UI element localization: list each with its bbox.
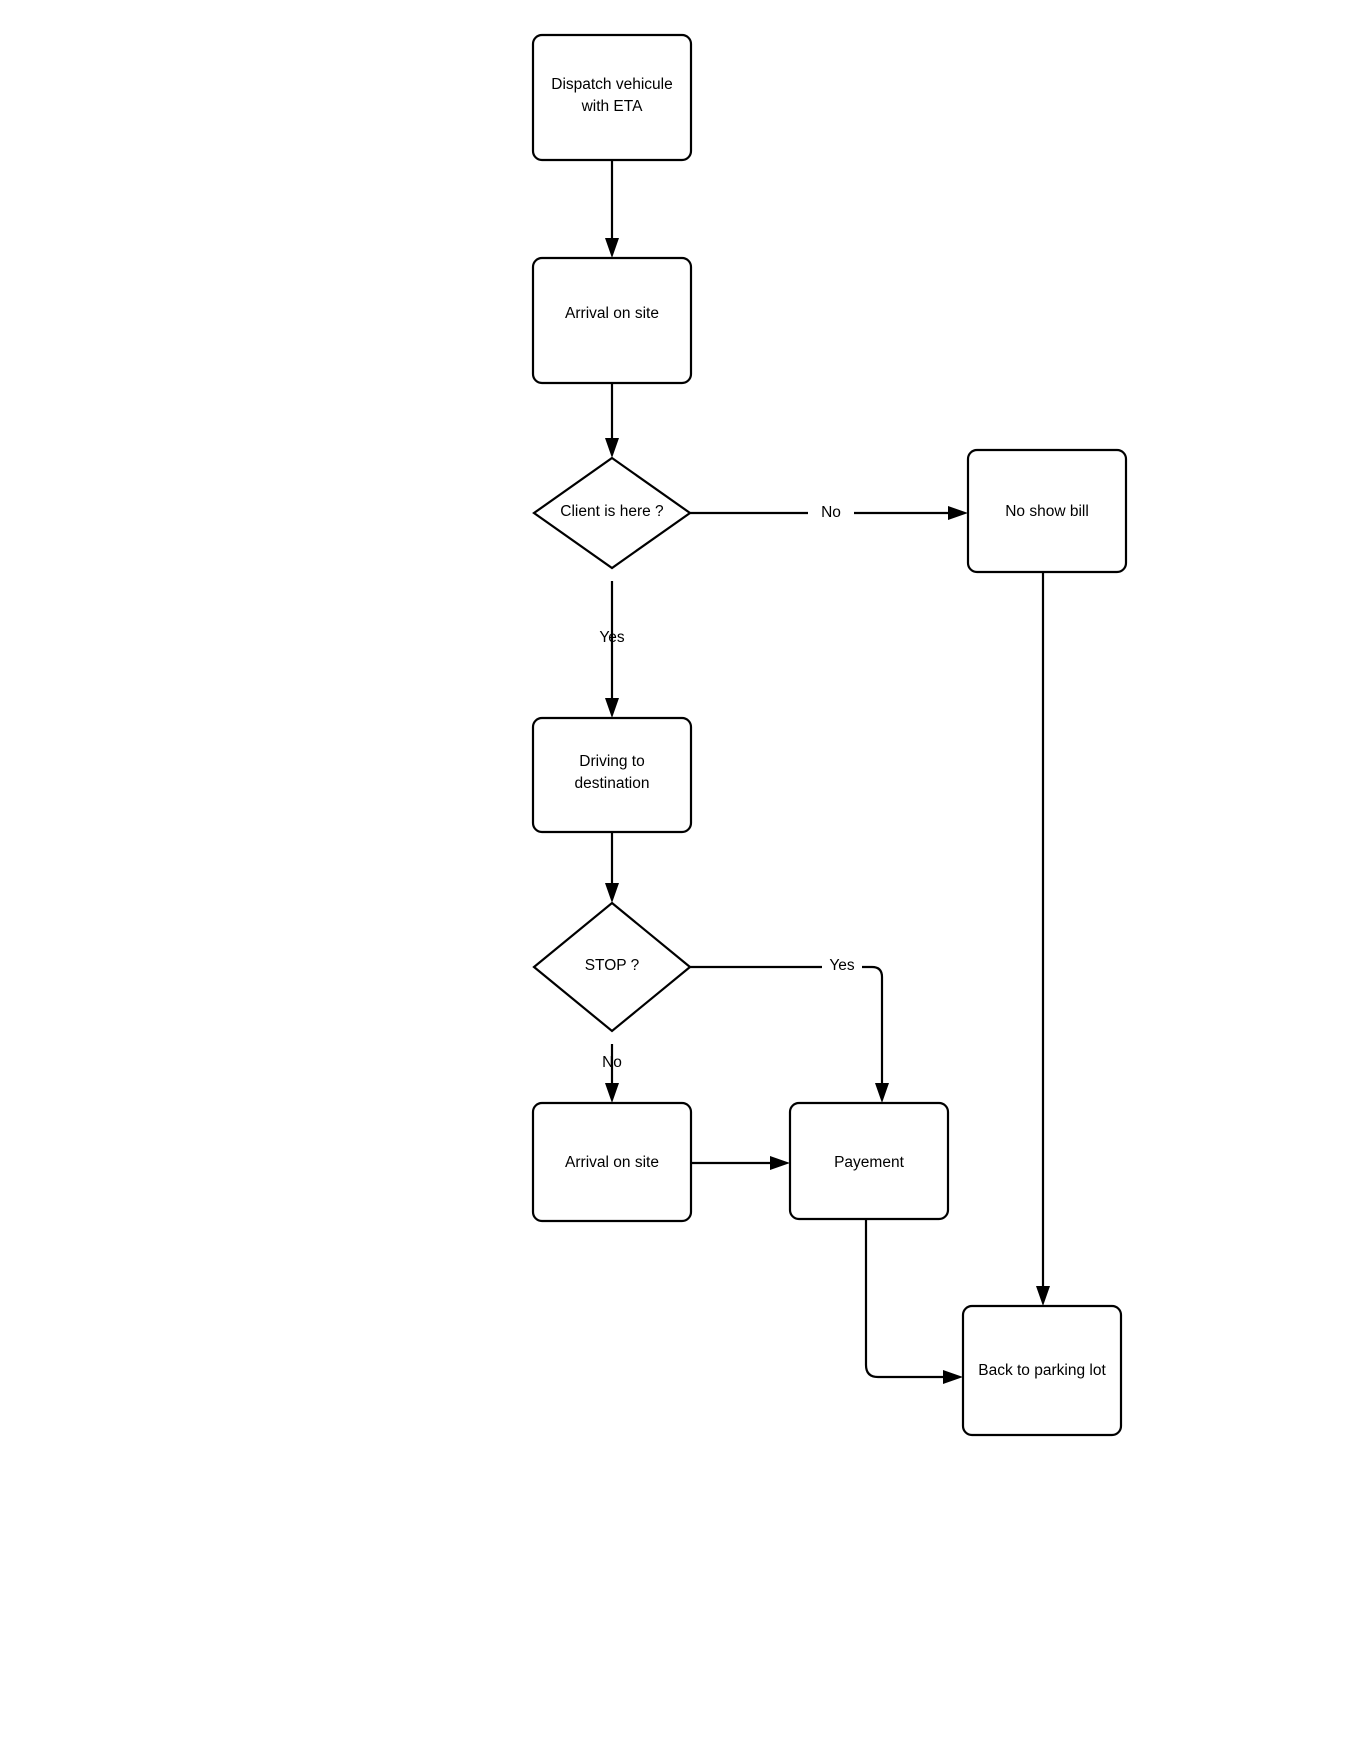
edge-line-elbow bbox=[864, 1219, 950, 1379]
edge-stop-to-arrival2: No bbox=[602, 1044, 622, 1103]
edge-dispatch-to-arrival1 bbox=[605, 160, 619, 258]
node-back-to-parking-lot[interactable]: Back to parking lot bbox=[961, 1304, 1123, 1437]
node-label-line1: Dispatch vehicule bbox=[551, 76, 672, 93]
arrow-head-icon bbox=[1036, 1286, 1050, 1306]
node-diamond[interactable] bbox=[532, 456, 692, 570]
arrow-head-icon bbox=[605, 438, 619, 458]
arrow-head-icon bbox=[770, 1156, 790, 1170]
node-diamond[interactable] bbox=[532, 901, 692, 1033]
edge-label-yes: Yes bbox=[599, 629, 625, 646]
edge-driving-to-stop bbox=[605, 832, 619, 903]
node-box[interactable] bbox=[531, 256, 693, 385]
node-arrival-on-site-second[interactable]: Arrival on site bbox=[531, 1101, 693, 1223]
node-label-line1: Back to parking lot bbox=[978, 1362, 1106, 1379]
node-label-line1: Driving to bbox=[579, 753, 644, 770]
node-client-is-here-decision[interactable]: Client is here ? bbox=[532, 456, 692, 570]
edge-label-yes: Yes bbox=[829, 957, 855, 974]
node-label-line2: destination bbox=[575, 775, 650, 792]
node-payement[interactable]: Payement bbox=[788, 1101, 950, 1221]
node-dispatch-vehicule-with-eta[interactable]: Dispatch vehicule with ETA bbox=[531, 33, 693, 162]
node-label-line1: Arrival on site bbox=[565, 1154, 659, 1171]
arrow-head-icon bbox=[605, 698, 619, 718]
node-label-line1: No show bill bbox=[1005, 503, 1089, 520]
node-stop-decision[interactable]: STOP ? bbox=[532, 901, 692, 1033]
arrow-head-icon bbox=[943, 1370, 963, 1384]
edge-client-here-to-noshow: No bbox=[690, 504, 968, 521]
node-box[interactable] bbox=[966, 448, 1128, 574]
node-no-show-bill[interactable]: No show bill bbox=[966, 448, 1128, 574]
node-label-line1: Arrival on site bbox=[565, 305, 659, 322]
node-arrival-on-site-first[interactable]: Arrival on site bbox=[531, 256, 693, 385]
arrow-head-icon bbox=[875, 1083, 889, 1103]
arrow-head-icon bbox=[605, 883, 619, 903]
edge-arrival1-to-client-here bbox=[605, 383, 619, 458]
node-box[interactable] bbox=[788, 1101, 950, 1221]
arrow-head-icon bbox=[605, 238, 619, 258]
node-box[interactable] bbox=[531, 1101, 693, 1223]
node-box[interactable] bbox=[531, 716, 693, 834]
edge-label-no: No bbox=[821, 504, 841, 521]
arrow-head-icon bbox=[948, 506, 968, 520]
node-label-line2: with ETA bbox=[581, 98, 644, 115]
node-label-line1: STOP ? bbox=[585, 957, 640, 974]
node-label-line1: Payement bbox=[834, 1154, 904, 1171]
arrow-head-icon bbox=[605, 1083, 619, 1103]
edge-payement-to-parking bbox=[864, 1219, 963, 1384]
node-label-line1: Client is here ? bbox=[560, 503, 664, 520]
node-driving-to-destination[interactable]: Driving to destination bbox=[531, 716, 693, 834]
edge-line-elbow bbox=[862, 965, 884, 1090]
edge-arrival2-to-payement bbox=[692, 1156, 790, 1170]
edge-stop-to-payement: Yes bbox=[690, 957, 889, 1103]
edge-client-here-to-driving: Yes bbox=[599, 581, 625, 718]
edge-label-no: No bbox=[602, 1054, 622, 1071]
node-box[interactable] bbox=[961, 1304, 1123, 1437]
edge-noshow-to-parking bbox=[1036, 572, 1050, 1306]
node-box[interactable] bbox=[531, 33, 693, 162]
